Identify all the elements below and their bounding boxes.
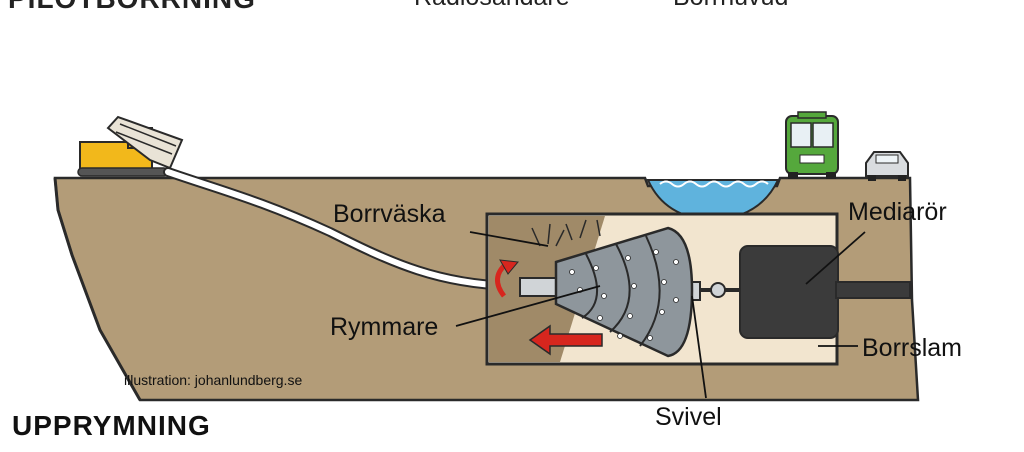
water-waves [659, 180, 769, 188]
drill-head-label: Borrhuvud [673, 0, 788, 12]
ground-edge [53, 177, 142, 401]
label-borrslam: Borrslam [862, 334, 963, 362]
section-heading: UPPRYMNING [12, 410, 211, 441]
drill-stem [519, 277, 559, 297]
pull-direction-arrow-icon [528, 324, 603, 356]
illustration-credit: illustration: johanlundberg.se [124, 372, 303, 388]
label-mediaror: Mediarör [848, 198, 947, 226]
leader-lines [455, 231, 866, 399]
media-pipe [739, 245, 839, 339]
pilot-drilling-heading: PILOTBORRNING [8, 0, 256, 15]
reamer [554, 226, 694, 358]
label-rymmare: Rymmare [330, 313, 439, 341]
media-pipe-ext [835, 281, 911, 299]
label-svivel: Svivel [655, 403, 722, 431]
radio-transmitter-label: Radiosändare [414, 0, 570, 12]
label-borrvaska: Borrväska [333, 200, 446, 228]
drill-rig [77, 115, 184, 177]
bus [785, 111, 839, 179]
car [865, 151, 909, 181]
rotation-arrow-icon [495, 259, 519, 298]
